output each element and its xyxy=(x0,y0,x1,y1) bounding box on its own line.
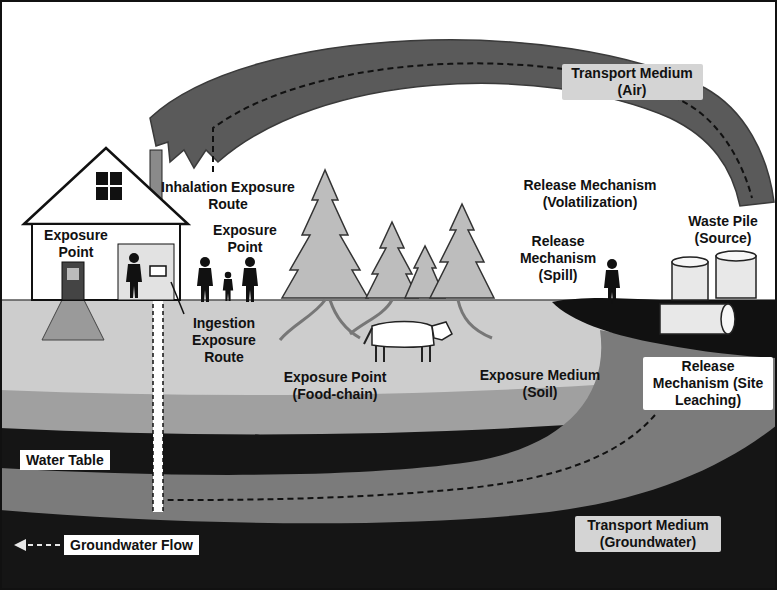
box-text: Water Table xyxy=(26,451,104,469)
callout-label: Transport Medium (Air) xyxy=(562,64,703,100)
callout-label: Release Mechanism (Spill) xyxy=(509,232,607,285)
flow-arrow-line xyxy=(26,544,60,546)
resident-figure xyxy=(126,253,142,298)
house-window xyxy=(96,172,122,200)
flow-arrowhead xyxy=(14,539,26,551)
adult-figure xyxy=(197,257,213,302)
walkway xyxy=(42,300,104,340)
tree-root xyxy=(330,300,360,338)
door-window xyxy=(67,268,79,280)
house-wall xyxy=(32,224,180,300)
drum xyxy=(660,304,728,334)
faucet xyxy=(150,266,166,276)
callout-label: Release Mechanism (Site Leaching) xyxy=(643,357,773,410)
callout-label: Exposure Point xyxy=(31,226,121,262)
label-box: Water Table xyxy=(20,450,110,470)
window-bar xyxy=(96,185,122,187)
callout-label: Transport Medium (Groundwater) xyxy=(575,516,721,552)
callout-label: Exposure Point xyxy=(200,221,290,257)
groundwater-path xyxy=(167,415,655,500)
worker-figure xyxy=(604,259,620,304)
callout-label: Release Mechanism (Volatilization) xyxy=(507,176,673,212)
callout-label: Ingestion Exposure Route xyxy=(179,314,269,367)
callout-label: Inhalation Exposure Route xyxy=(140,178,316,214)
box-text: Groundwater Flow xyxy=(70,536,193,554)
child-figure xyxy=(223,272,233,301)
label-box: Groundwater Flow xyxy=(64,535,199,555)
groundwater-plume xyxy=(0,330,777,523)
well-pipe xyxy=(153,276,163,512)
callout-label: Waste Pile (Source) xyxy=(673,212,773,248)
leader-line xyxy=(171,282,184,314)
well-pipe-edge xyxy=(152,276,154,512)
house-door xyxy=(62,262,84,300)
drum-lid xyxy=(672,257,708,267)
cow-legs xyxy=(364,328,430,362)
cow-head xyxy=(432,322,452,340)
tree-root xyxy=(280,300,325,340)
drum-lid xyxy=(716,251,756,261)
tree-root xyxy=(458,300,492,338)
cow-body xyxy=(372,322,434,348)
callout-label: Exposure Medium (Soil) xyxy=(465,366,616,402)
tree xyxy=(430,204,494,298)
house-room xyxy=(118,244,174,300)
adult-figure xyxy=(242,257,258,302)
well-pipe-edge xyxy=(162,276,164,512)
drum xyxy=(716,256,756,298)
drum-lid xyxy=(721,304,735,334)
air-path xyxy=(213,63,752,198)
spill xyxy=(552,298,777,358)
callout-label: Exposure Point (Food-chain) xyxy=(265,368,406,404)
